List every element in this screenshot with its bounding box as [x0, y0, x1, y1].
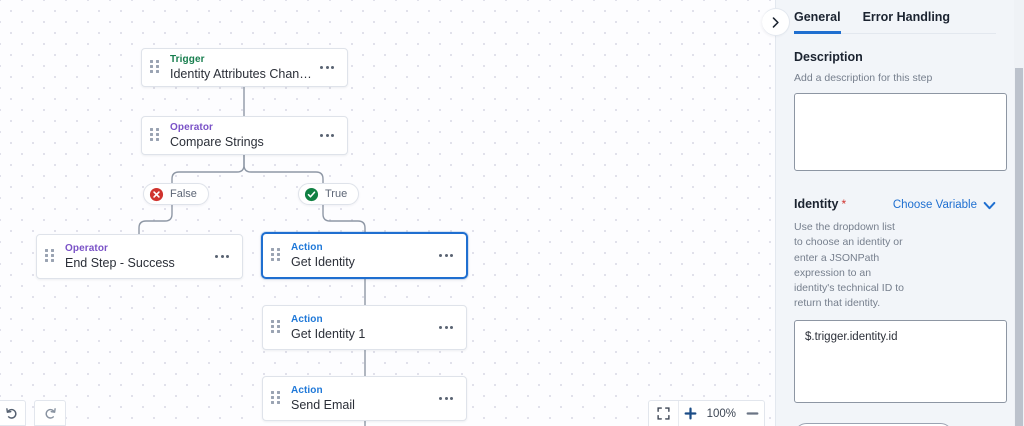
drag-handle-icon[interactable] — [150, 128, 161, 143]
redo-arrow-icon — [45, 407, 56, 419]
step-properties-panel: General Error Handling Description Add a… — [762, 0, 1024, 426]
node-text: Trigger Identity Attributes Changed — [170, 54, 317, 82]
node-title: Send Email — [291, 398, 355, 413]
node-text: Action Send Email — [291, 385, 436, 413]
undo-arrow-icon — [5, 407, 17, 419]
zoom-level-label: 100% — [706, 407, 736, 420]
required-asterisk: * — [841, 197, 847, 212]
fit-screen-icon[interactable] — [649, 400, 679, 426]
node-title: End Step - Success — [65, 256, 175, 271]
identity-field-header: Identity* Choose Variable — [794, 195, 996, 213]
connector-edges — [138, 87, 366, 426]
node-kind-label: Action — [291, 241, 323, 253]
node-kind-label: Operator — [65, 242, 109, 254]
open-variable-selector-button[interactable]: Open Variable Selector — [794, 422, 954, 426]
chevron-right-icon — [772, 16, 779, 28]
panel-tabs: General Error Handling — [794, 0, 996, 34]
fit-screen-glyph — [656, 407, 670, 420]
x-circle-icon — [149, 187, 164, 201]
drag-handle-icon[interactable] — [271, 320, 282, 335]
tab-general[interactable]: General — [794, 10, 841, 34]
node-title: Identity Attributes Changed — [170, 67, 317, 82]
node-title: Get Identity — [291, 255, 355, 270]
node-text: Action Get Identity 1 — [291, 314, 436, 342]
node-kind-label: Operator — [170, 121, 214, 133]
node-trigger[interactable]: Trigger Identity Attributes Changed — [141, 48, 348, 87]
node-text: Operator End Step - Success — [65, 243, 212, 271]
drag-handle-icon[interactable] — [45, 249, 56, 264]
panel-scrollbar-thumb[interactable] — [1015, 68, 1023, 426]
node-get-identity-1[interactable]: Action Get Identity 1 — [262, 305, 467, 350]
panel-scrollbar[interactable] — [1014, 0, 1024, 426]
undo-button[interactable] — [0, 400, 26, 426]
drag-handle-icon[interactable] — [271, 391, 282, 406]
description-heading: Description — [794, 50, 863, 64]
choose-variable-link[interactable]: Choose Variable — [893, 199, 996, 211]
branch-label: True — [325, 188, 348, 200]
description-hint: Add a description for this step — [794, 72, 933, 84]
zoom-in-button[interactable] — [679, 401, 703, 426]
tab-error-handling[interactable]: Error Handling — [862, 10, 951, 24]
node-kind-label: Action — [291, 313, 323, 325]
node-kind-label: Action — [291, 384, 323, 396]
node-get-identity[interactable]: Action Get Identity — [261, 232, 468, 279]
zoom-toolbar: 100% — [647, 400, 765, 426]
branch-badge-false[interactable]: False — [143, 183, 209, 205]
node-send-email[interactable]: Action Send Email — [262, 376, 467, 421]
overflow-menu-icon[interactable] — [317, 127, 337, 145]
identity-hint: Use the dropdown list to choose an ident… — [794, 221, 904, 310]
node-compare-strings[interactable]: Operator Compare Strings — [141, 116, 348, 155]
choose-variable-label: Choose Variable — [892, 199, 977, 212]
drag-handle-icon[interactable] — [271, 248, 282, 263]
panel-collapse-button[interactable] — [762, 8, 790, 36]
identity-label-group: Identity* — [794, 195, 846, 213]
node-title: Compare Strings — [170, 135, 264, 150]
minus-icon — [746, 412, 758, 415]
branch-badge-true[interactable]: True — [298, 183, 360, 205]
overflow-menu-icon[interactable] — [436, 390, 456, 408]
overflow-menu-icon[interactable] — [436, 319, 456, 337]
drag-handle-icon[interactable] — [150, 60, 161, 75]
node-text: Action Get Identity — [291, 242, 436, 270]
workflow-canvas[interactable]: Trigger Identity Attributes Changed Oper… — [0, 0, 775, 426]
node-end-step-success[interactable]: Operator End Step - Success — [36, 234, 243, 279]
zoom-out-button[interactable] — [740, 401, 764, 426]
chevron-down-icon — [983, 201, 996, 209]
node-text: Operator Compare Strings — [170, 122, 317, 150]
redo-button[interactable] — [34, 400, 66, 426]
check-circle-icon — [304, 187, 319, 201]
panel-scroll-area: General Error Handling Description Add a… — [776, 0, 1014, 426]
plus-icon — [684, 407, 697, 420]
identity-jsonpath-input[interactable] — [794, 319, 1007, 403]
identity-label: Identity — [794, 197, 839, 212]
branch-label: False — [170, 188, 197, 200]
node-kind-label: Trigger — [170, 53, 205, 65]
node-title: Get Identity 1 — [291, 327, 366, 342]
overflow-menu-icon[interactable] — [212, 248, 232, 266]
description-textarea[interactable] — [794, 93, 1007, 172]
overflow-menu-icon[interactable] — [317, 59, 337, 77]
overflow-menu-icon[interactable] — [436, 247, 456, 265]
